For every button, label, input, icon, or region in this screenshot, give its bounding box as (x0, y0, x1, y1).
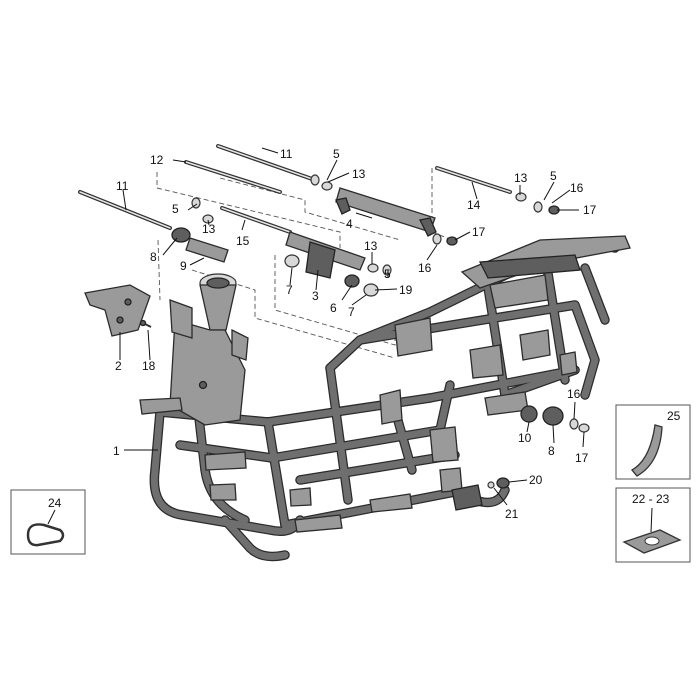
callout-13: 13 (364, 239, 378, 253)
callout-5: 5 (333, 147, 340, 161)
callout-18: 18 (142, 359, 156, 373)
callout-8: 8 (548, 444, 555, 458)
callout-14: 14 (467, 198, 481, 212)
callout-8: 8 (150, 250, 157, 264)
exploded-components (78, 144, 590, 489)
main-frame (139, 235, 631, 562)
inset-part-25 (615, 404, 691, 480)
callout-5: 5 (550, 169, 557, 183)
callout-7: 7 (286, 283, 293, 297)
callout-6: 6 (330, 301, 337, 315)
callout-20: 20 (529, 473, 543, 487)
callout-2: 2 (115, 359, 122, 373)
callout-17: 17 (472, 225, 486, 239)
callout-3: 3 (312, 289, 319, 303)
inset-part-24 (10, 489, 86, 555)
callout-5: 5 (384, 267, 391, 281)
callout-22-23: 22 - 23 (632, 492, 670, 506)
callout-15: 15 (236, 234, 250, 248)
callout-17: 17 (575, 451, 589, 465)
callout-9: 9 (180, 259, 187, 273)
callout-13: 13 (352, 167, 366, 181)
callout-13: 13 (202, 222, 216, 236)
callout-5: 5 (172, 202, 179, 216)
callout-19: 19 (399, 283, 413, 297)
callout-labels: 1 2 18 3 4 5 5 5 5 6 7 7 8 8 9 10 11 11 … (48, 147, 681, 521)
callout-11: 11 (280, 147, 293, 161)
callout-4: 4 (346, 217, 353, 231)
callout-16: 16 (567, 387, 581, 401)
callout-7: 7 (348, 305, 355, 319)
callout-12: 12 (150, 153, 164, 167)
callout-10: 10 (518, 431, 532, 445)
inset-part-22-23 (615, 487, 691, 563)
callout-25: 25 (667, 409, 681, 423)
callout-16: 16 (570, 181, 584, 195)
callout-11: 11 (116, 179, 129, 193)
callout-24: 24 (48, 496, 62, 510)
callout-13: 13 (514, 171, 528, 185)
callout-17: 17 (583, 203, 597, 217)
callout-1: 1 (113, 444, 120, 458)
callout-16: 16 (418, 261, 432, 275)
callout-21: 21 (505, 507, 519, 521)
